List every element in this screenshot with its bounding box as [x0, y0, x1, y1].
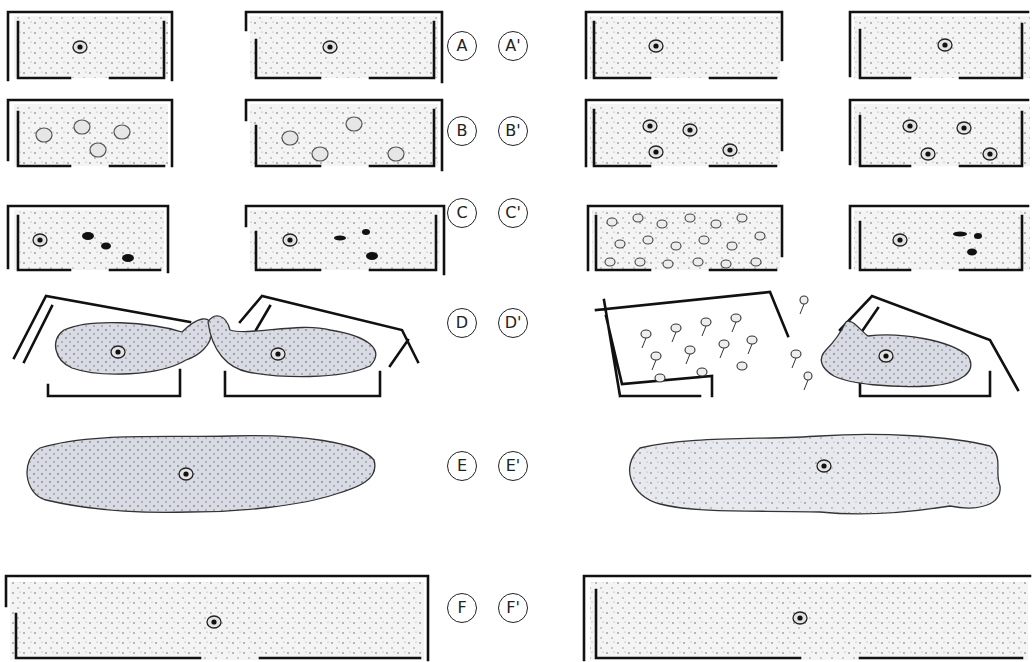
panel-letter: F'	[506, 600, 520, 616]
panel-letter: F	[457, 600, 466, 616]
circled-letter: A	[447, 31, 477, 61]
circled-letter: C	[447, 198, 477, 228]
panel-letter: C'	[505, 205, 521, 221]
panel-letter: B	[457, 123, 468, 139]
circled-letter: C'	[498, 198, 528, 228]
circled-letter: D'	[498, 308, 528, 338]
panel-letter: E'	[506, 458, 521, 474]
circled-letter: F	[447, 593, 477, 623]
circled-letter: E	[447, 451, 477, 481]
circled-letter: B	[447, 116, 477, 146]
circled-letter: B'	[498, 116, 528, 146]
panel-letter: C	[456, 205, 467, 221]
circled-letter: F'	[498, 593, 528, 623]
panel-letter: A'	[505, 38, 520, 54]
circled-letter: E'	[498, 451, 528, 481]
panel-letter: B'	[505, 123, 520, 139]
panel-letter: D	[456, 315, 468, 331]
panel-letter: D'	[505, 315, 522, 331]
circled-letter: D	[447, 308, 477, 338]
circled-letter: A'	[498, 31, 528, 61]
panel-letter: A	[457, 38, 468, 54]
panel-letter: E	[457, 458, 467, 474]
